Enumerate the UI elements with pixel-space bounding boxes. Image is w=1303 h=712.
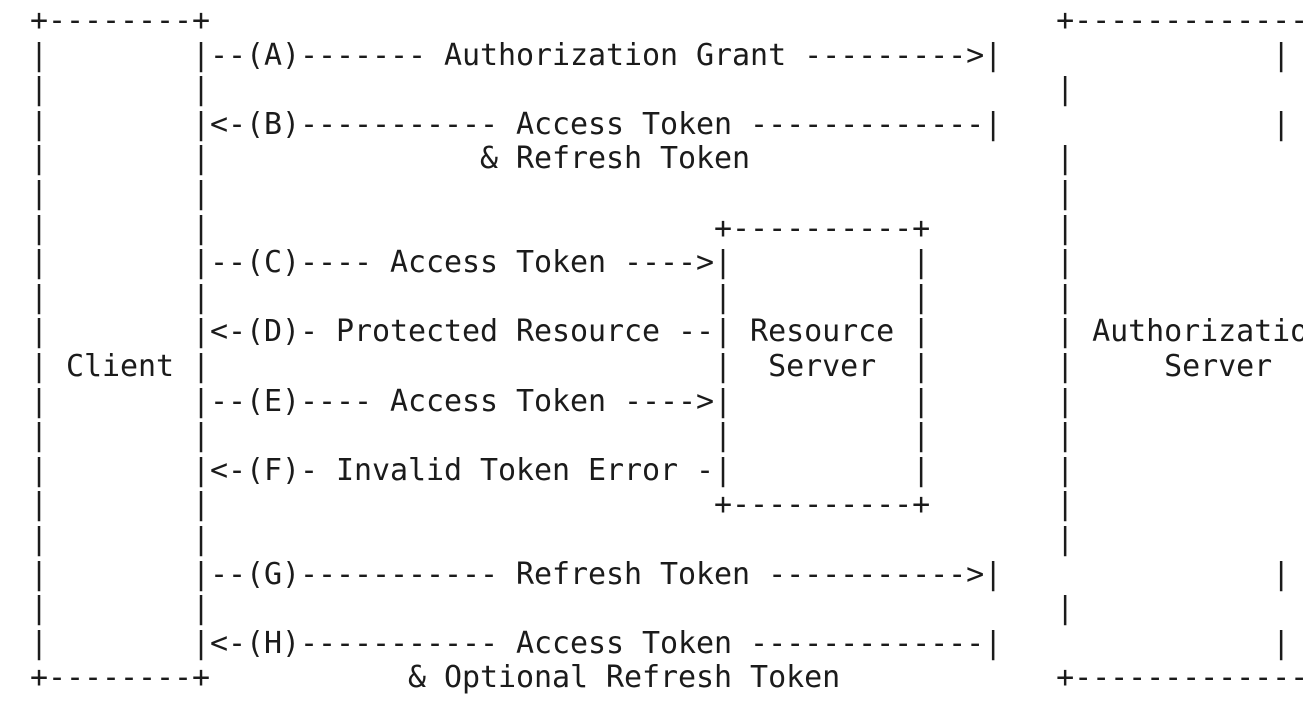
diagram-line-top-borders: +--------+ +---------------+ [30, 3, 1303, 38]
flow-c-access-token: | |--(C)---- Access Token ---->| | | | [30, 245, 1303, 281]
diagram-line-blank: | | | | [30, 72, 1303, 108]
oauth-refresh-token-flow-diagram: +--------+ +---------------+| |--(A)----… [30, 3, 1303, 696]
diagram-line-blank: | | | | [30, 591, 1303, 627]
flow-b-access-token: | |<-(B)----------- Access Token -------… [30, 106, 1291, 142]
flow-a-authorization-grant: | |--(A)------- Authorization Grant ----… [30, 37, 1291, 73]
diagram-line-blank: | | | | | | [30, 279, 1303, 315]
diagram-line-bottom-borders: +--------+ & Optional Refresh Token +---… [30, 660, 1303, 696]
diagram-line-blank: | | | | | | [30, 418, 1303, 454]
diagram-line-blank: | | | | [30, 521, 1303, 557]
flow-f-invalid-token-error: | |<-(F)- Invalid Token Error -| | | | [30, 452, 1303, 488]
resource-server-box-top: | | +----------+ | | [30, 210, 1303, 246]
diagram-line-blank: | | | | [30, 175, 1303, 211]
flow-e-access-token: | |--(E)---- Access Token ---->| | | | [30, 383, 1303, 419]
flow-h-access-token: | |<-(H)----------- Access Token -------… [30, 625, 1291, 661]
resource-server-box-bottom: | | +----------+ | | [30, 487, 1303, 523]
flow-b-refresh-token: | | & Refresh Token | | [30, 141, 1303, 177]
flow-d-protected-resource: | |<-(D)- Protected Resource --| Resourc… [30, 314, 1303, 350]
flow-g-refresh-token: | |--(G)----------- Refresh Token ------… [30, 556, 1291, 592]
client-and-server-labels: | Client | | Server | | Server | [30, 348, 1303, 384]
